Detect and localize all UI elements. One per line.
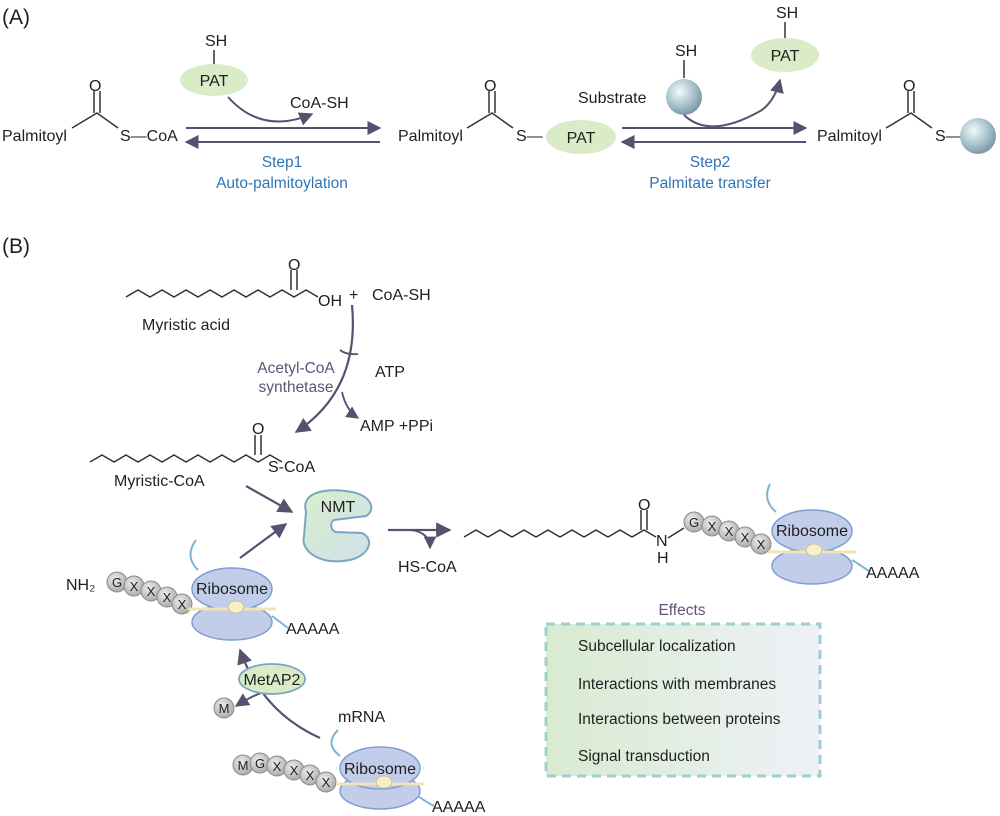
myristic-acid-label: Myristic acid xyxy=(142,317,230,334)
bead-g: G xyxy=(255,756,265,771)
carbonyl-o: O xyxy=(638,497,650,514)
metap2-enzyme xyxy=(238,663,306,695)
effects-title: Effects xyxy=(658,602,705,619)
synthetase-arrow xyxy=(294,304,354,433)
amp-ppi-label: AMP +PPi xyxy=(360,418,433,435)
carbonyl-o: O xyxy=(903,78,915,95)
plus-sign: + xyxy=(349,287,358,304)
bead-x: X xyxy=(306,768,315,783)
ribosome-complex-bottom: mRNA M G X X X X Ribosome AAAAA xyxy=(232,709,486,816)
methionine-bead xyxy=(213,697,235,719)
coa-release-arrow xyxy=(227,96,314,126)
bead-x: X xyxy=(322,775,331,790)
bead-g: G xyxy=(112,575,122,590)
amide-n-label: N xyxy=(656,533,668,550)
myristoylated-protein: O N H G X X X X Ribosome AAAAA xyxy=(463,483,920,585)
s-coa-b-label: S-CoA xyxy=(268,459,315,476)
bead-m: M xyxy=(238,758,249,773)
amide-h-label: H xyxy=(657,550,669,567)
pat-sh-label: SH xyxy=(205,33,227,50)
effects-box: Effects Subcellular localization Interac… xyxy=(544,602,822,778)
palmitoyl-pat: Palmitoyl O S— PAT xyxy=(398,78,616,154)
bead-x: X xyxy=(725,524,734,539)
poly-a-label: AAAAA xyxy=(432,799,486,816)
s-coa-label: S—CoA xyxy=(120,128,178,145)
ribosome-label: Ribosome xyxy=(344,761,416,778)
step1-title: Step1 xyxy=(262,154,303,171)
carbonyl-o: O xyxy=(484,78,496,95)
metap2-label: MetAP2 xyxy=(244,672,301,689)
synthetase-line2: synthetase xyxy=(259,379,334,396)
oh-label: OH xyxy=(318,293,342,310)
bead-x: X xyxy=(163,590,172,605)
ribosome-complex-mid: NH₂ G X X X X Ribosome AAAAA xyxy=(66,539,340,641)
ribosome-label: Ribosome xyxy=(776,523,848,540)
bead-x: X xyxy=(757,537,766,552)
substrate-protein: Substrate SH xyxy=(578,43,702,115)
nmt-enzyme: NMT xyxy=(302,489,373,563)
pat-released-sh-label: SH xyxy=(776,5,798,22)
carbonyl-o: O xyxy=(252,421,264,438)
bead-x: X xyxy=(708,519,717,534)
hs-coa-release-arrow xyxy=(409,529,437,550)
carbonyl-o: O xyxy=(288,257,300,274)
ribosome-to-nmt-arrow xyxy=(239,523,288,559)
pat-enzyme-step1: SH PAT xyxy=(180,33,248,96)
synthetase-line1: Acetyl-CoA xyxy=(257,360,335,377)
palmitoylated-substrate: Palmitoyl O S— xyxy=(817,78,996,154)
coa-sh-label: CoA-SH xyxy=(290,95,349,112)
bead-x: X xyxy=(147,584,156,599)
substrate-label: Substrate xyxy=(578,90,647,107)
myristic-acid: O OH Myristic acid xyxy=(125,257,342,334)
bead-x: X xyxy=(741,530,750,545)
bead-x: X xyxy=(130,579,139,594)
amp-release-arrow xyxy=(341,391,360,419)
coa-sh-reactant: CoA-SH xyxy=(372,287,431,304)
effect-item: Subcellular localization xyxy=(578,638,736,655)
pat-label: PAT xyxy=(200,73,229,90)
carbonyl-o: O xyxy=(89,78,101,95)
atp-label: ATP xyxy=(375,364,405,381)
bead-x: X xyxy=(273,759,282,774)
myristic-coa-to-nmt-arrow xyxy=(245,485,294,513)
s-dash-label: S— xyxy=(935,128,962,145)
pat-release-arrow xyxy=(683,78,784,128)
step1-subtitle: Auto-palmitoylation xyxy=(216,175,348,192)
nmt-label: NMT xyxy=(321,499,356,516)
intermediate-label: Palmitoyl xyxy=(398,128,463,145)
palmitoyl-coa: Palmitoyl O S—CoA xyxy=(2,78,178,145)
pat-label: PAT xyxy=(567,130,596,147)
nh2-label: NH₂ xyxy=(66,577,95,594)
product-label: Palmitoyl xyxy=(817,128,882,145)
substrate-sh-label: SH xyxy=(675,43,697,60)
mrna-label: mRNA xyxy=(338,709,385,726)
methionine-label: M xyxy=(219,701,230,716)
bead-g: G xyxy=(689,515,699,530)
ribosome-label: Ribosome xyxy=(196,581,268,598)
effect-item: Interactions with membranes xyxy=(578,676,776,693)
bead-x: X xyxy=(290,763,299,778)
bead-x: X xyxy=(178,597,187,612)
step2-title: Step2 xyxy=(690,154,731,171)
pat-label: PAT xyxy=(771,48,800,65)
palmitoyl-coa-label: Palmitoyl xyxy=(2,128,67,145)
panel-a-label: (A) xyxy=(2,6,30,29)
effect-item: Interactions between proteins xyxy=(578,711,781,728)
myristic-coa: O S-CoA Myristic-CoA xyxy=(89,421,315,490)
effect-item: Signal transduction xyxy=(578,748,710,765)
poly-a-label: AAAAA xyxy=(286,621,340,638)
pat-enzyme-released: SH PAT xyxy=(751,5,819,72)
hs-coa-label: HS-CoA xyxy=(398,559,457,576)
s-dash-label: S— xyxy=(516,128,543,145)
metap2-arrow xyxy=(237,648,321,740)
poly-a-label: AAAAA xyxy=(866,565,920,582)
myristic-coa-label: Myristic-CoA xyxy=(114,473,205,490)
atp-input-arrow xyxy=(339,349,359,356)
step2-subtitle: Palmitate transfer xyxy=(649,175,770,192)
panel-b-label: (B) xyxy=(2,235,30,258)
